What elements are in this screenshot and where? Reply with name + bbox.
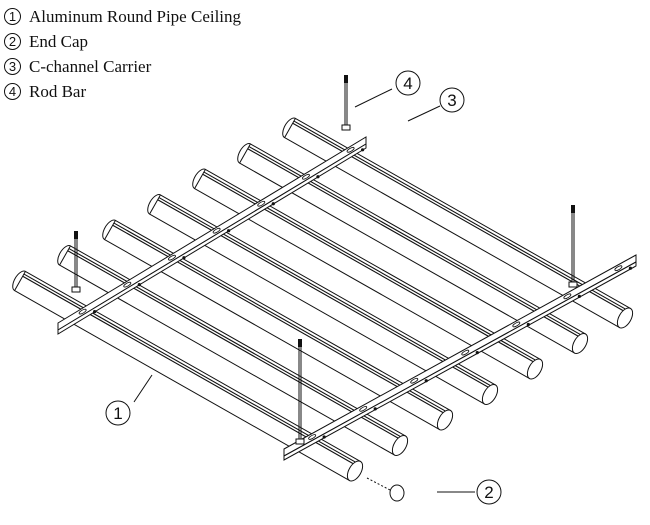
- pipe-end: [436, 409, 454, 431]
- callout-rod: 4: [354, 70, 421, 108]
- callout-pipe-number: 1: [113, 404, 122, 423]
- pipe-end: [481, 384, 499, 405]
- legend-label: C-channel Carrier: [29, 56, 152, 76]
- rod-bar: [295, 339, 305, 445]
- callout-end-cap: 2: [366, 477, 502, 505]
- callout-end-cap-number: 2: [484, 483, 493, 502]
- pipe-end: [571, 333, 589, 354]
- legend-label: End Cap: [29, 31, 89, 51]
- c-channel-carrier: [57, 136, 367, 335]
- callout-pipe: 1: [105, 374, 153, 426]
- round-pipe: [102, 219, 454, 431]
- pipe-end: [616, 307, 634, 329]
- legend-item: 4 Rod Bar: [4, 79, 241, 104]
- round-pipe: [57, 245, 409, 456]
- round-pipe: [12, 270, 364, 482]
- c-channel-carrier: [283, 254, 637, 461]
- legend-label: Rod Bar: [29, 81, 87, 101]
- callout-carrier: 3: [407, 87, 465, 122]
- legend-item: 3 C-channel Carrier: [4, 54, 241, 79]
- callout-carrier-number: 3: [447, 91, 456, 110]
- legend-number: 1: [4, 8, 21, 25]
- legend-number: 3: [4, 58, 21, 75]
- legend-number: 2: [4, 33, 21, 50]
- rod-bar: [341, 75, 351, 131]
- legend-item: 1 Aluminum Round Pipe Ceiling: [4, 4, 241, 29]
- pipe-end: [391, 435, 409, 456]
- legend-number: 4: [4, 83, 21, 100]
- pipe-end: [526, 358, 544, 380]
- callout-rod-number: 4: [403, 74, 412, 93]
- legend-item: 2 End Cap: [4, 29, 241, 54]
- rod-bar: [568, 205, 578, 288]
- rod-bar: [71, 231, 81, 293]
- pipe-end: [346, 460, 364, 482]
- legend-label: Aluminum Round Pipe Ceiling: [29, 6, 242, 26]
